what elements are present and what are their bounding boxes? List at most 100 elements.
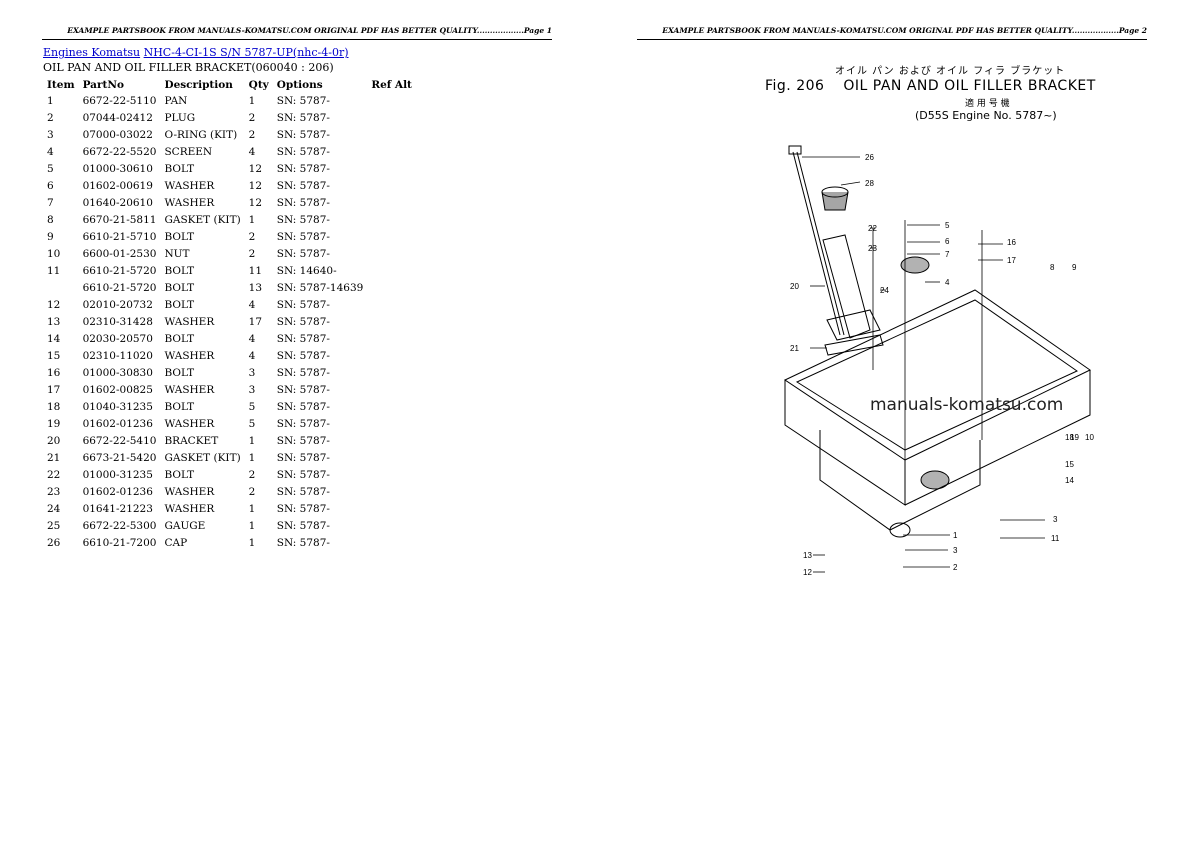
cell-description: BOLT	[164, 298, 195, 311]
cell-options: SN: 5787-	[276, 332, 330, 345]
cell-qty: 2	[248, 111, 256, 124]
cell-partno: 6610-21-5720	[82, 281, 157, 294]
cell-description: WASHER	[164, 315, 215, 328]
cell-item: 18	[47, 400, 61, 413]
callout-label: 19	[1070, 433, 1079, 442]
cell-description: GASKET (KIT)	[164, 213, 241, 226]
breadcrumb-link-model[interactable]: NHC-4-CI-1S S/N 5787-UP(nhc-4-0r)	[143, 46, 349, 59]
cell-qty: 1	[248, 451, 256, 464]
callout-label: 1	[953, 531, 958, 540]
col-options: Options	[276, 78, 323, 91]
cell-options: SN: 5787-	[276, 111, 330, 124]
cell-description: WASHER	[164, 383, 215, 396]
col-description: Description	[164, 78, 233, 91]
cell-partno: 6673-21-5420	[82, 451, 157, 464]
cell-options: SN: 5787-	[276, 451, 330, 464]
cell-ref-alt	[367, 160, 416, 177]
cell-qty: 2	[248, 247, 256, 260]
callout-label: 7	[945, 250, 950, 259]
callout-leaders	[802, 156, 1045, 573]
cell-partno: 01641-21223	[82, 502, 153, 515]
cell-options: SN: 5787-	[276, 179, 330, 192]
parts-table: Item PartNo Description Qty Options Ref …	[43, 77, 416, 551]
cell-qty: 1	[248, 213, 256, 226]
cell-item: 4	[47, 145, 54, 158]
cell-options: SN: 5787-	[276, 485, 330, 498]
cell-options: SN: 5787-	[276, 502, 330, 515]
callout-label: 6	[945, 237, 950, 246]
col-partno: PartNo	[82, 78, 124, 91]
cell-description: O-RING (KIT)	[164, 128, 238, 141]
cell-options: SN: 5787-14639	[276, 281, 364, 294]
cell-options: SN: 5787-	[276, 315, 330, 328]
breadcrumb-link-engines[interactable]: Engines Komatsu	[43, 46, 141, 59]
cell-partno: 01000-31235	[82, 468, 153, 481]
callout-label: 26	[865, 153, 874, 162]
gauge-part	[788, 145, 845, 336]
cell-partno: 6672-22-5410	[82, 434, 157, 447]
cell-description: CAP	[164, 536, 188, 549]
cell-partno: 01602-00825	[82, 383, 153, 396]
cell-options: SN: 5787-	[276, 519, 330, 532]
cell-ref-alt	[367, 415, 416, 432]
watermark: manuals-komatsu.com	[870, 395, 1064, 415]
cell-item: 13	[47, 315, 61, 328]
callout-label: 24	[880, 286, 889, 295]
cell-description: SCREEN	[164, 145, 213, 158]
cell-options: SN: 5787-	[276, 434, 330, 447]
cell-qty: 4	[248, 298, 256, 311]
cell-item: 11	[47, 264, 61, 277]
callout-label: 4	[945, 278, 950, 287]
cell-partno: 6670-21-5811	[82, 213, 157, 226]
cell-partno: 6610-21-7200	[82, 536, 157, 549]
cell-options: SN: 5787-	[276, 145, 330, 158]
callout-label: 13	[803, 551, 812, 560]
cell-description: BOLT	[164, 468, 195, 481]
cell-ref-alt	[367, 228, 416, 245]
cell-item	[43, 279, 79, 296]
cell-qty: 2	[248, 468, 256, 481]
page-1: EXAMPLE PARTSBOOK FROM MANUALS-KOMATSU.C…	[42, 26, 552, 551]
cell-item: 10	[47, 247, 61, 260]
cell-ref-alt	[367, 500, 416, 517]
cell-qty: 4	[248, 145, 256, 158]
cell-description: BOLT	[164, 264, 195, 277]
parts-table-header: Item PartNo Description Qty Options Ref …	[43, 77, 416, 92]
cell-partno: 01000-30610	[82, 162, 153, 175]
cell-ref-alt	[367, 313, 416, 330]
callout-label: 18	[1065, 433, 1074, 442]
cell-qty: 1	[248, 434, 256, 447]
cell-ref-alt	[367, 534, 416, 551]
cell-qty: 12	[248, 162, 263, 175]
cell-description: WASHER	[164, 485, 215, 498]
cell-partno: 6610-21-5710	[82, 230, 157, 243]
callout-label: 9	[1072, 263, 1077, 272]
callout-label: 11	[1051, 534, 1060, 543]
cell-options: SN: 5787-	[276, 298, 330, 311]
cell-partno: 01602-01236	[82, 417, 153, 430]
cell-ref-alt	[367, 466, 416, 483]
callout-label: 16	[1007, 238, 1016, 247]
cell-ref-alt	[367, 194, 416, 211]
cell-description: WASHER	[164, 417, 215, 430]
cell-qty: 1	[248, 536, 256, 549]
cell-description: BRACKET	[164, 434, 219, 447]
cell-options: SN: 14640-	[276, 264, 337, 277]
callout-label: 20	[790, 282, 799, 291]
